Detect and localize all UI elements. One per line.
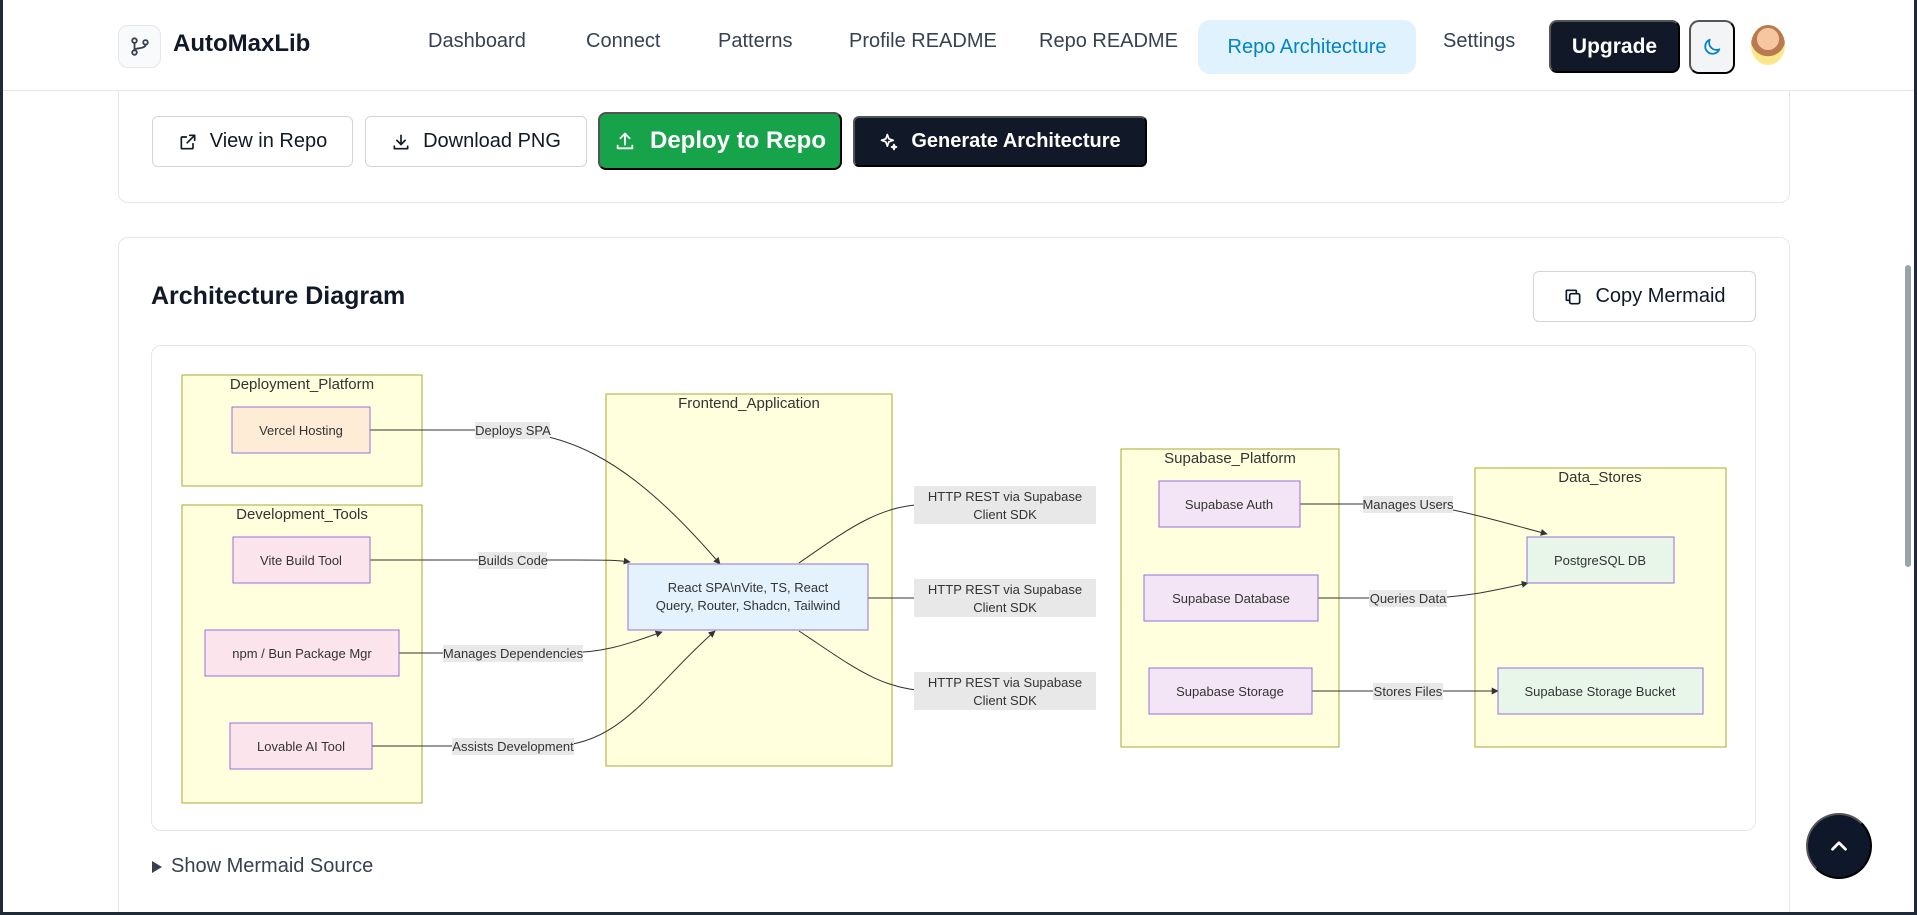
brand-name[interactable]: AutoMaxLib (173, 30, 311, 57)
copy-mermaid-label: Copy Mermaid (1595, 285, 1726, 307)
view-in-repo-button[interactable]: View in Repo (152, 116, 353, 167)
edge-label-deploys: Deploys SPA (475, 423, 551, 438)
architecture-diagram: Deployment_Platform Development_Tools Fr… (181, 374, 1727, 804)
node-react-spa: React SPA\nVite, TS, React Query, Router… (627, 563, 869, 631)
nav-profile-readme[interactable]: Profile README (849, 30, 997, 52)
deploy-to-repo-label: Deploy to Repo (649, 127, 826, 154)
git-branch-icon[interactable] (118, 25, 161, 68)
scrollbar-thumb[interactable] (1905, 265, 1911, 567)
view-in-repo-label: View in Repo (209, 130, 328, 152)
nav-repo-readme[interactable]: Repo README (1039, 30, 1178, 52)
cluster-label-datastores: Data_Stores (1558, 469, 1641, 486)
cluster-label-devtools: Development_Tools (236, 506, 368, 523)
edge-label-stores: Stores Files (1374, 684, 1443, 699)
upload-icon (616, 132, 634, 150)
edge-label-http-auth-2: Client SDK (973, 507, 1037, 522)
edge-label-http-auth-1: HTTP REST via Supabase (928, 489, 1082, 504)
download-icon (393, 134, 409, 149)
node-npm: npm / Bun Package Mgr (204, 629, 400, 677)
node-vercel: Vercel Hosting (231, 406, 371, 454)
node-vite: Vite Build Tool (232, 536, 371, 584)
nav-dashboard[interactable]: Dashboard (428, 30, 526, 52)
edge-label-manages-deps: Manages Dependencies (443, 646, 584, 661)
sparkles-icon (880, 133, 898, 150)
nav-settings[interactable]: Settings (1443, 30, 1516, 52)
download-png-label: Download PNG (423, 130, 561, 152)
copy-icon (1565, 289, 1581, 304)
node-postgresql: PostgreSQL DB (1526, 536, 1675, 584)
edge-label-queries: Queries Data (1370, 591, 1447, 606)
svg-text:Query, Router, Shadcn, Tailwin: Query, Router, Shadcn, Tailwind (656, 598, 841, 613)
triangle-right-icon (152, 860, 162, 873)
generate-architecture-button[interactable]: Generate Architecture (853, 116, 1147, 167)
section-title: Architecture Diagram (151, 282, 406, 310)
deploy-to-repo-button[interactable]: Deploy to Repo (598, 112, 842, 170)
svg-text:Supabase Storage: Supabase Storage (1176, 684, 1284, 699)
svg-text:Vite Build Tool: Vite Build Tool (260, 553, 342, 568)
node-supabase-database: Supabase Database (1143, 574, 1319, 622)
svg-text:npm / Bun Package Mgr: npm / Bun Package Mgr (232, 646, 372, 661)
edge-label-assists: Assists Development (452, 739, 574, 754)
svg-text:PostgreSQL DB: PostgreSQL DB (1554, 553, 1646, 568)
node-supabase-storage: Supabase Storage (1148, 667, 1313, 715)
copy-mermaid-button[interactable]: Copy Mermaid (1533, 271, 1756, 322)
show-mermaid-source-label: Show Mermaid Source (171, 855, 374, 877)
cluster-label-supabase: Supabase_Platform (1164, 450, 1296, 467)
cluster-label-deployment: Deployment_Platform (230, 376, 374, 393)
svg-text:React SPA\nVite, TS, React: React SPA\nVite, TS, React (668, 580, 829, 595)
node-supabase-auth: Supabase Auth (1158, 480, 1301, 528)
svg-text:Supabase Storage Bucket: Supabase Storage Bucket (1524, 684, 1675, 699)
download-png-button[interactable]: Download PNG (365, 116, 587, 167)
theme-toggle-button[interactable] (1689, 20, 1735, 74)
user-avatar[interactable] (1751, 25, 1785, 65)
edge-label-http-storage-2: Client SDK (973, 693, 1037, 708)
scroll-to-top-button[interactable] (1806, 813, 1872, 879)
nav-connect[interactable]: Connect (586, 30, 661, 52)
cluster-label-frontend: Frontend_Application (678, 395, 820, 412)
edge-label-manages-users: Manages Users (1362, 497, 1454, 512)
show-mermaid-source-toggle[interactable]: Show Mermaid Source (151, 855, 373, 878)
generate-architecture-label: Generate Architecture (911, 130, 1121, 152)
top-nav: AutoMaxLib Dashboard Connect Patterns Pr… (0, 0, 1917, 91)
diagram-container: Deployment_Platform Development_Tools Fr… (151, 345, 1756, 831)
external-link-icon (180, 134, 196, 149)
nav-repo-architecture[interactable]: Repo Architecture (1198, 20, 1416, 74)
moon-icon (1704, 38, 1721, 55)
svg-text:Supabase Database: Supabase Database (1172, 591, 1290, 606)
edge-label-http-db-1: HTTP REST via Supabase (928, 582, 1082, 597)
svg-text:Supabase Auth: Supabase Auth (1185, 497, 1273, 512)
svg-text:Lovable AI Tool: Lovable AI Tool (257, 739, 345, 754)
svg-text:Vercel Hosting: Vercel Hosting (259, 423, 343, 438)
edge-labels: Deploys SPA Builds Code Manages Dependen… (443, 422, 1454, 755)
chevron-up-icon (1831, 841, 1847, 851)
node-storage-bucket: Supabase Storage Bucket (1497, 667, 1704, 715)
edge-builds (370, 557, 631, 565)
edge-label-http-db-2: Client SDK (973, 600, 1037, 615)
nav-patterns[interactable]: Patterns (718, 30, 793, 52)
edge-label-http-storage-1: HTTP REST via Supabase (928, 675, 1082, 690)
upgrade-button[interactable]: Upgrade (1549, 20, 1680, 73)
edge-label-builds: Builds Code (478, 553, 548, 568)
node-lovable: Lovable AI Tool (229, 722, 373, 770)
